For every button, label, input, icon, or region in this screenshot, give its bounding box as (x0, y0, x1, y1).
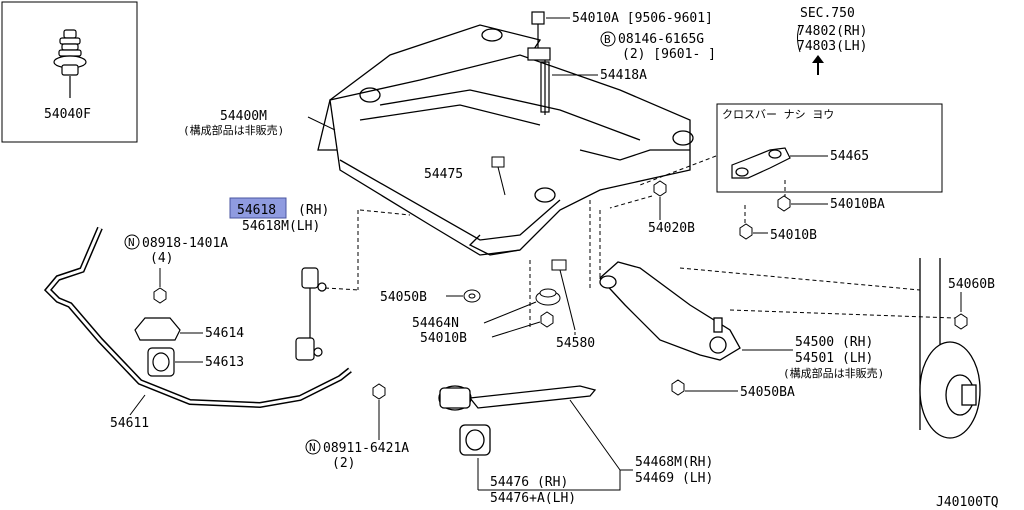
stabilizer-link-icon (295, 267, 327, 361)
label-54500[interactable]: 54500 (RH) (795, 335, 873, 350)
leader-54464N (483, 301, 537, 324)
reference-dashed-lines (529, 155, 921, 330)
tension-rod-54468M-icon (438, 385, 597, 411)
bushing-54476-icon (459, 424, 491, 456)
label-54580[interactable]: 54580 (556, 336, 595, 351)
label-54618M[interactable]: 54618M(LH) (242, 219, 320, 234)
clip-54040F-icon (53, 29, 87, 98)
label-sec750[interactable]: SEC.750 (800, 6, 855, 21)
nut-08911-icon (372, 383, 386, 400)
label-54469[interactable]: 54469 (LH) (635, 471, 713, 486)
nut-54050BA-icon (671, 379, 685, 396)
label-crossbar-title: クロスバー ナシ ヨウ (722, 108, 834, 121)
crossmember-54400M-icon (317, 24, 694, 256)
highlight-54618 (229, 197, 287, 219)
label-08918-qty: (4) (150, 251, 173, 266)
leader-54468M (478, 399, 633, 491)
crossbar-54465-icon (731, 147, 791, 179)
stabilizer-bar-54611-icon (43, 226, 352, 409)
circle-b-icon (600, 31, 616, 47)
label-54618-rh: (RH) (298, 203, 329, 218)
sec750-bracket (797, 24, 801, 53)
label-54476A[interactable]: 54476+A(LH) (490, 491, 576, 506)
bushing-54464N-icon (535, 288, 561, 306)
label-54040F[interactable]: 54040F (44, 107, 91, 122)
label-54613[interactable]: 54613 (205, 355, 244, 370)
nut-54010B-icon (540, 311, 554, 328)
bushing-54613-icon (147, 347, 175, 377)
leader-hub-dashed (729, 309, 956, 319)
label-sec750-rh[interactable]: 74802(RH) (797, 24, 867, 39)
inset-box-54040F (1, 1, 138, 143)
label-08146[interactable]: 08146-6165G (618, 32, 704, 47)
label-54010BA[interactable]: 54010BA (830, 197, 885, 212)
leader-54618 (359, 209, 411, 216)
label-54475[interactable]: 54475 (424, 167, 463, 182)
diagram-code: J40100TQ (936, 495, 999, 510)
bushing-54614-icon (134, 317, 181, 341)
label-54060B[interactable]: 54060B (948, 277, 995, 292)
label-54465[interactable]: 54465 (830, 149, 869, 164)
nut-54060B-icon (954, 313, 968, 330)
leader-54050B-link (324, 287, 361, 291)
nut-54010B-box-icon (739, 223, 753, 240)
lower-arm-54500-icon (599, 261, 741, 361)
label-54464N[interactable]: 54464N (412, 316, 459, 331)
label-54050BA[interactable]: 54050BA (740, 385, 795, 400)
label-54400M[interactable]: 54400M (220, 109, 267, 124)
label-54614[interactable]: 54614 (205, 326, 244, 341)
label-sec750-lh[interactable]: 74803(LH) (797, 39, 867, 54)
leader-54010B (491, 321, 541, 338)
label-54020B[interactable]: 54020B (648, 221, 695, 236)
label-54618[interactable]: 54618 (237, 203, 276, 218)
circle-n-icon-08911 (305, 439, 321, 455)
leader-54611 (129, 394, 146, 416)
circle-b-letter: B (604, 33, 611, 46)
label-08146-qty: (2) [9601- ] (622, 47, 716, 62)
label-54500-note: (構成部品は非販売) (783, 366, 884, 380)
nut-54020B-icon (653, 180, 667, 197)
label-54501[interactable]: 54501 (LH) (795, 351, 873, 366)
label-54418A[interactable]: 54418A (600, 68, 647, 83)
bushing-54050B-icon (463, 289, 481, 303)
label-54611[interactable]: 54611 (110, 416, 149, 431)
label-54010B[interactable]: 54010B (420, 331, 467, 346)
wheel-hub-icon (919, 258, 981, 439)
label-54468M[interactable]: 54468M(RH) (635, 455, 713, 470)
arrow-up-icon (812, 55, 824, 75)
bolt-54010A-icon (527, 11, 551, 115)
circle-n-letter-08918: N (128, 236, 135, 249)
leader-54400M (307, 116, 336, 131)
circle-n-letter-08911: N (309, 441, 316, 454)
nut-54010BA-icon (777, 195, 791, 212)
circle-n-icon-08918 (124, 234, 140, 250)
bolt-54580-icon (551, 259, 576, 331)
label-54476[interactable]: 54476 (RH) (490, 475, 568, 490)
label-54010B-box[interactable]: 54010B (770, 228, 817, 243)
nut-08918-icon (153, 287, 167, 304)
label-08911-qty: (2) (332, 456, 355, 471)
label-54010A[interactable]: 54010A [9506-9601] (572, 11, 713, 26)
label-54400M-note: (構成部品は非販売) (183, 123, 284, 137)
label-08911[interactable]: 08911-6421A (323, 441, 409, 456)
crossbar-box (716, 103, 943, 193)
label-08918[interactable]: 08918-1401A (142, 236, 228, 251)
bolt-54475-icon (491, 156, 506, 196)
label-54050B[interactable]: 54050B (380, 290, 427, 305)
